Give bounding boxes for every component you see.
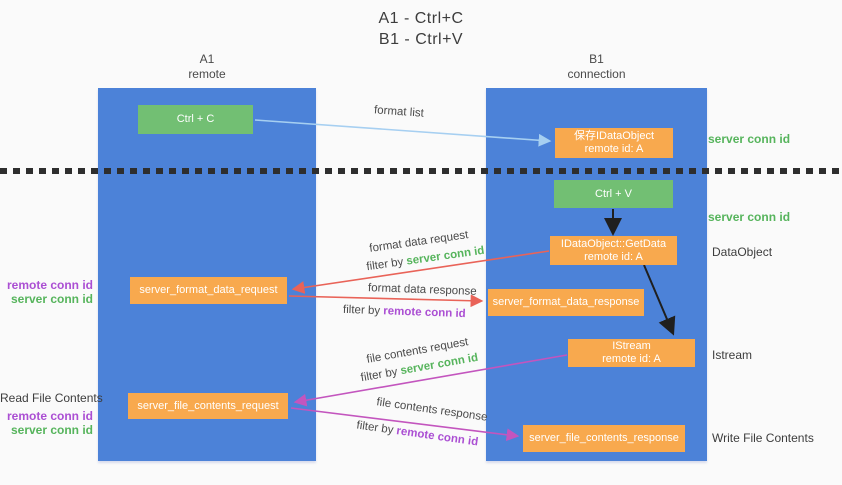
- lane-b1-name: B1: [589, 52, 604, 66]
- istream-node: IStream remote id: A: [568, 339, 695, 367]
- lane-a1-subtitle: remote: [188, 67, 226, 81]
- dashed-divider: [0, 168, 842, 174]
- filter-by-text: filter by: [365, 255, 408, 274]
- dataobject-label: DataObject: [712, 245, 773, 259]
- server-file-contents-response-node: server_file_contents_response: [523, 425, 685, 452]
- filter-by-remote-conn-id-label-2: filter by remote conn id: [356, 420, 479, 449]
- lane-header-a1: A1 remote: [98, 52, 316, 82]
- file-contents-response-label: file contents response: [375, 396, 489, 424]
- save-idataobject-line2: remote id: A: [584, 143, 644, 155]
- title-line-1: A1 - Ctrl+C: [378, 10, 464, 27]
- write-file-contents-label: Write File Contents: [712, 431, 814, 445]
- server-file-contents-response-label: server_file_contents_response: [529, 432, 679, 444]
- server-conn-id-label-mid: server conn id: [708, 210, 791, 224]
- remote-conn-id-inline: remote conn id: [395, 425, 479, 449]
- istream-line1: IStream: [612, 340, 651, 352]
- ctrl-c-node: Ctrl + C: [138, 105, 253, 134]
- server-file-contents-request-label: server_file_contents_request: [137, 399, 279, 412]
- remote-conn-id-inline: remote conn id: [383, 305, 466, 321]
- lane-b1-subtitle: connection: [567, 67, 626, 81]
- save-idataobject-node: 保存IDataObject remote id: A: [555, 128, 673, 158]
- server-format-data-response-label: server_format_data_response: [492, 296, 640, 308]
- getdata-node: IDataObject::GetData remote id: A: [550, 236, 677, 265]
- ctrl-v-label: Ctrl + V: [595, 187, 632, 200]
- read-file-contents-label: Read File Contents: [0, 391, 103, 405]
- filter-by-text: filter by: [355, 419, 398, 438]
- getdata-line2: remote id: A: [584, 250, 643, 263]
- istream-side-label: Istream: [712, 348, 753, 362]
- remote-conn-id-label-1: remote conn id: [6, 278, 93, 292]
- conn-id-list-file: remote conn id server conn id: [0, 409, 93, 437]
- getdata-line1: IDataObject::GetData: [560, 237, 667, 250]
- filter-by-text: filter by: [342, 303, 384, 318]
- server-conn-id-label-left-1: server conn id: [10, 292, 93, 306]
- lane-header-b1: B1 connection: [486, 52, 707, 82]
- server-file-contents-request-node: server_file_contents_request: [128, 393, 288, 419]
- format-data-response-label: format data response: [367, 282, 477, 298]
- format-list-label: format list: [373, 104, 425, 120]
- diagram-title: A1 - Ctrl+C B1 - Ctrl+V: [0, 8, 842, 50]
- server-conn-id-label-left-2: server conn id: [10, 423, 93, 437]
- remote-conn-id-label-2: remote conn id: [6, 409, 93, 423]
- server-format-data-request-label: server_format_data_request: [139, 284, 278, 296]
- server-format-data-response-node: server_format_data_response: [488, 289, 644, 316]
- filter-by-remote-conn-id-label-1: filter by remote conn id: [343, 304, 466, 320]
- title-line-2: B1 - Ctrl+V: [378, 31, 464, 48]
- istream-line2: remote id: A: [602, 353, 661, 365]
- ctrl-v-node: Ctrl + V: [554, 180, 673, 208]
- ctrl-c-label: Ctrl + C: [176, 113, 215, 125]
- server-conn-id-label-top: server conn id: [708, 132, 791, 146]
- conn-id-list-format: remote conn id server conn id: [0, 278, 93, 306]
- server-format-data-request-node: server_format_data_request: [130, 277, 287, 304]
- lane-a1-name: A1: [199, 52, 215, 66]
- filter-by-text: filter by: [359, 365, 402, 385]
- save-idataobject-line1: 保存IDataObject: [573, 130, 655, 142]
